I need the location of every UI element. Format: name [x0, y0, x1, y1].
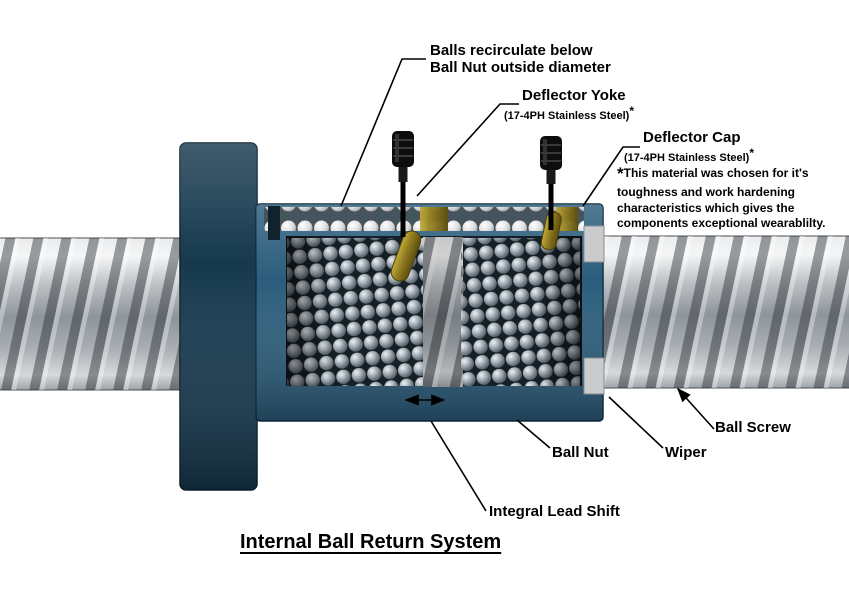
callout-ball-nut: Ball Nut: [552, 444, 609, 461]
callout-deflector-yoke: Deflector Yoke: [522, 87, 626, 104]
deflector-brass-channel-right: [556, 207, 578, 231]
leader-balls-recirculate: [340, 58, 426, 207]
deflector-cap-material: (17-4PH Stainless Steel): [624, 152, 750, 164]
diagram-title: Internal Ball Return System: [240, 531, 502, 553]
deflector-yoke-footnote-mark: *: [629, 104, 635, 118]
leader-deflector-yoke: [416, 103, 519, 197]
cavity-shading: [286, 236, 582, 386]
deflector-pin-right: [540, 136, 562, 230]
deflector-brass-channel-left: [420, 207, 448, 231]
material-footnote: *This material was chosen for it's tough…: [617, 163, 845, 232]
deflector-yoke-material: (17-4PH Stainless Steel): [504, 110, 630, 122]
wiper-top: [583, 225, 605, 263]
channel-notch-left: [268, 206, 280, 240]
callout-integral-lead-shift: Integral Lead Shift: [489, 503, 620, 520]
deflector-yoke-brass-right: [540, 211, 562, 251]
callout-deflector-yoke-material: (17-4PH Stainless Steel)*: [504, 104, 635, 123]
callout-deflector-cap-material: (17-4PH Stainless Steel)*: [624, 146, 755, 165]
callout-balls-recirculate-line2: Ball Nut outside diameter: [430, 59, 611, 77]
deflector-yoke-label: Deflector Yoke: [522, 87, 626, 104]
leader-ball-nut: [516, 419, 551, 449]
leader-ball-screw: [676, 387, 715, 430]
callout-balls-recirculate-line1: Balls recirculate below: [430, 42, 593, 59]
leader-deflector-cap: [582, 146, 640, 207]
flange: [179, 142, 258, 491]
callout-wiper: Wiper: [665, 444, 707, 461]
wiper-bottom: [583, 357, 605, 395]
leader-integral-lead-shift: [430, 420, 487, 512]
footnote-asterisk: *: [617, 164, 624, 183]
callout-ball-screw: Ball Screw: [715, 419, 791, 436]
callout-balls-recirculate: Balls recirculate below Ball Nut outside…: [430, 42, 611, 77]
deflector-yoke-brass-left: [390, 230, 422, 282]
deflector-pin-left: [392, 131, 414, 237]
callout-deflector-cap: Deflector Cap: [643, 129, 741, 146]
ball-return-channel: [264, 206, 584, 240]
ball-screw-shaft-left: [0, 237, 187, 391]
deflector-cap-label: Deflector Cap: [643, 129, 741, 146]
deflector-cap-footnote-mark: *: [749, 146, 755, 160]
leader-wiper: [608, 396, 664, 449]
ball-screw-shaft-right: [597, 235, 849, 389]
footnote-text: This material was chosen for it's toughn…: [617, 166, 826, 231]
